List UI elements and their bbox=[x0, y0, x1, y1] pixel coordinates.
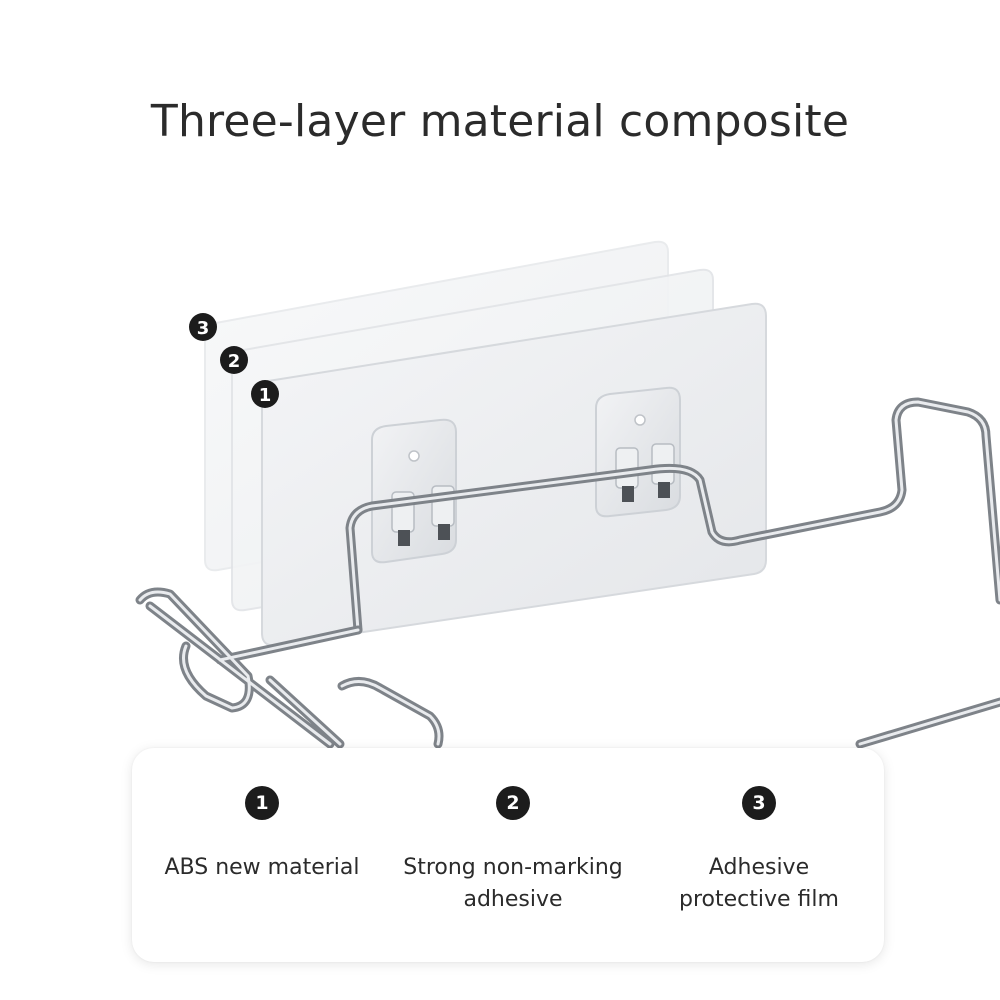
feature-item-3: 3 Adhesive protective film bbox=[629, 748, 889, 962]
hook-clip-left bbox=[371, 418, 457, 564]
layer-marker-1-label: 1 bbox=[259, 385, 272, 406]
layer-marker-3: 3 bbox=[189, 313, 217, 341]
layer-marker-2-label: 2 bbox=[228, 351, 241, 372]
wire-rack bbox=[135, 397, 1000, 749]
feature-label: Adhesive protective film bbox=[679, 855, 839, 912]
feature-number-badge: 3 bbox=[742, 786, 776, 820]
layer-marker-1: 1 bbox=[251, 380, 279, 408]
feature-label: ABS new material bbox=[164, 855, 360, 880]
features-card: 1 ABS new material 2 Strong non-marking … bbox=[132, 748, 884, 962]
page-title: Three-layer material composite bbox=[150, 96, 850, 147]
feature-number-badge: 2 bbox=[496, 786, 530, 820]
feature-item-1: 1 ABS new material bbox=[132, 748, 392, 962]
layer-marker-2: 2 bbox=[220, 346, 248, 374]
feature-number-badge: 1 bbox=[245, 786, 279, 820]
hook-clip-right bbox=[595, 386, 681, 518]
layer-marker-3-label: 3 bbox=[197, 318, 210, 339]
feature-item-2: 2 Strong non-marking adhesive bbox=[383, 748, 643, 962]
feature-label: Strong non-marking adhesive bbox=[403, 855, 623, 912]
